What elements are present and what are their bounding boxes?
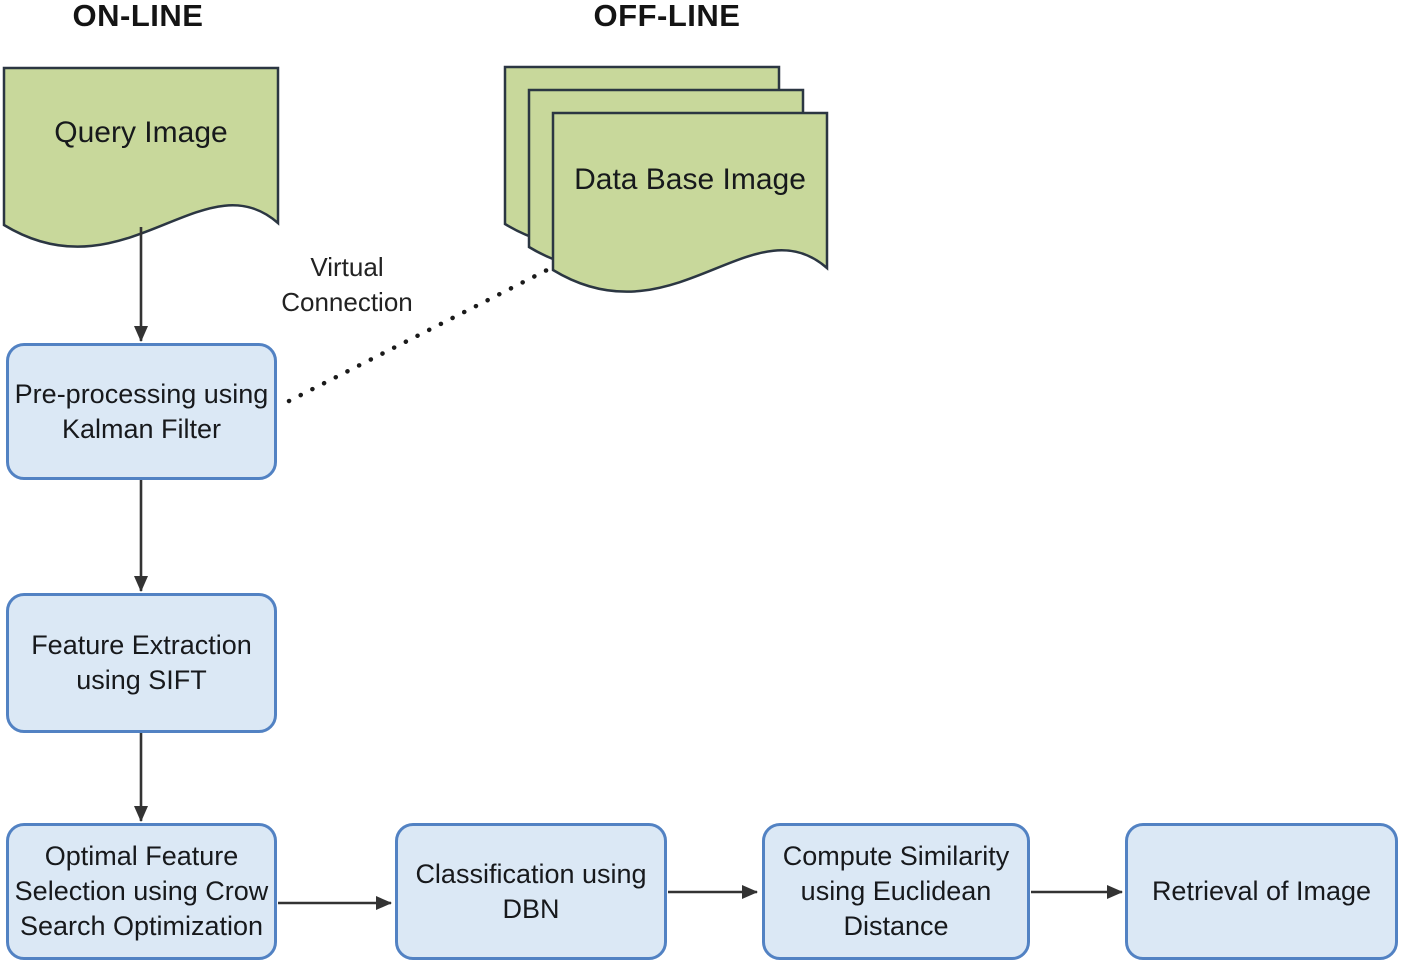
node-classification: Classification using DBN [395, 823, 667, 960]
virtual-connection-label-line2: Connection [281, 287, 413, 317]
node-preprocessing: Pre-processing using Kalman Filter [6, 343, 277, 480]
virtual-connection-label: Virtual Connection [267, 250, 427, 320]
virtual-connection-label-line1: Virtual [310, 252, 384, 282]
database-doc-front-shape [551, 111, 829, 293]
node-similarity: Compute Similarity using Euclidean Dista… [762, 823, 1030, 960]
offline-header: OFF-LINE [593, 0, 741, 33]
database-image-label: Data Base Image [574, 163, 806, 196]
node-retrieval: Retrieval of Image [1125, 823, 1398, 960]
node-optimal-selection-line2: Selection using Crow [14, 876, 269, 906]
query-image-doc-shape [2, 66, 280, 248]
node-retrieval-line1: Retrieval of Image [1151, 876, 1372, 906]
node-similarity-line1: Compute Similarity [782, 841, 1010, 871]
node-classification-line1: Classification using [415, 858, 647, 889]
node-classification-line2: DBN [502, 893, 560, 924]
node-feature-extraction: Feature Extraction using SIFT [6, 593, 277, 733]
node-optimal-selection-line3: Search Optimization [19, 911, 264, 941]
node-feature-extraction-line1: Feature Extraction [31, 630, 252, 660]
node-feature-extraction-line2: using SIFT [76, 665, 207, 695]
node-similarity-line2: using Euclidean [800, 876, 992, 906]
node-optimal-selection: Optimal Feature Selection using Crow Sea… [6, 823, 277, 960]
query-image-label: Query Image [54, 116, 228, 149]
node-similarity-line3: Distance [843, 911, 949, 941]
node-preprocessing-line2: Kalman Filter [61, 413, 222, 444]
node-optimal-selection-line1: Optimal Feature [44, 841, 239, 871]
node-preprocessing-line1: Pre-processing using [14, 378, 269, 409]
online-header: ON-LINE [72, 0, 204, 33]
